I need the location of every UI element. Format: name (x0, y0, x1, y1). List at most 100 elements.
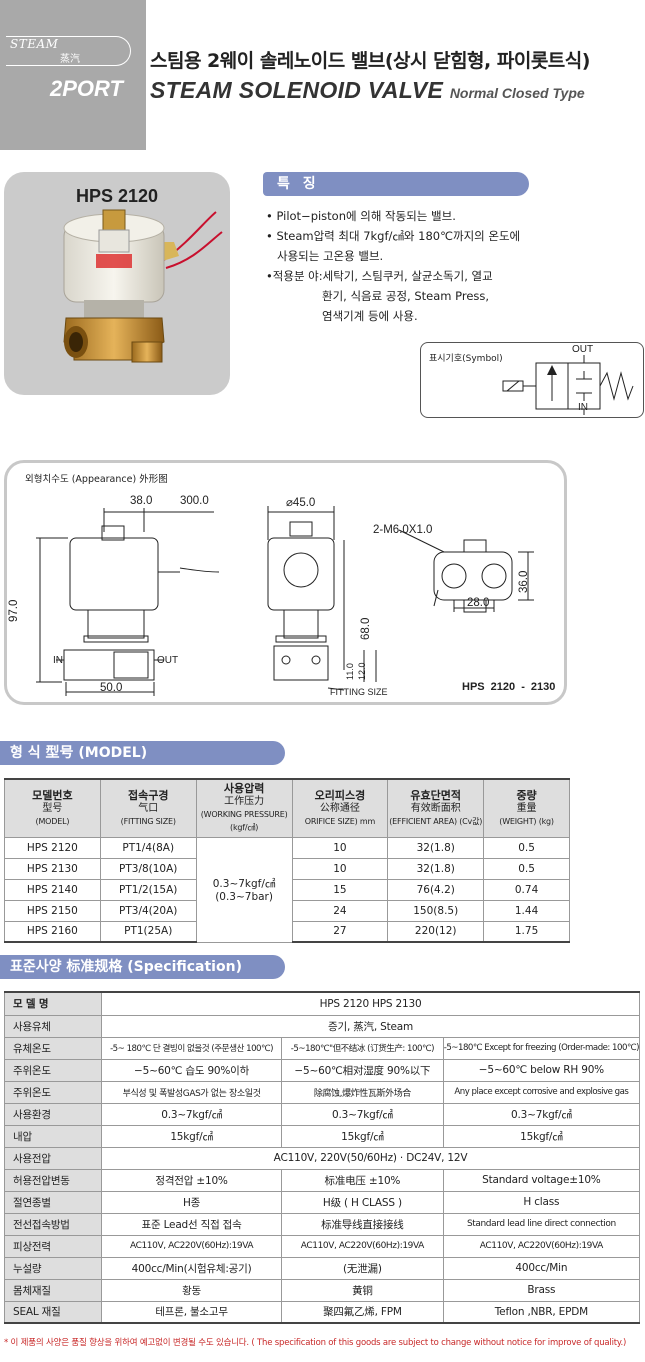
dim-38: 38.0 (130, 495, 153, 507)
spec-row: 유체온도 -5~ 180℃ 단 결빙이 없을것 (주문생산 100℃) -5~1… (3, 1036, 641, 1060)
symbol-in-label: IN (578, 402, 588, 413)
header-cn: 气口 (138, 802, 159, 814)
steam-badge-outline (6, 36, 131, 66)
symbol-out-label: OUT (572, 344, 594, 355)
feature-line: 환기, 식음료 공정, Steam Press, (322, 289, 490, 303)
product-name: HPS 2120 (75, 186, 159, 206)
header-en: (WEIGHT) (kg) (499, 816, 554, 826)
header-en: (FITTING SIZE) (120, 816, 176, 826)
feature-line: • Steam압력 최대 7kgf/㎠와 180℃까지의 온도에 (266, 229, 521, 243)
cell-orifice: 10 (291, 836, 389, 859)
spec-label: 주위온도 (3, 1080, 103, 1104)
spec-value-en: Standard voltage±10% (442, 1168, 641, 1192)
spec-value: AC110V, 220V(50/60Hz) · DC24V, 12V (101, 1146, 640, 1170)
spec-label: 유체온도 (3, 1036, 103, 1060)
spec-value-en: Standard lead line direct connection (442, 1212, 641, 1236)
dim-28: 28.0 (467, 597, 490, 609)
spec-row: 허용전압변동 정격전압 ±10% 标准电压 ±10% Standard volt… (3, 1168, 641, 1192)
spec-value-en: Teflon ,NBR, EPDM (442, 1300, 641, 1324)
cell-pressure: 0.3~7kgf/㎠(0.3~7bar) (195, 836, 293, 943)
spec-label: 누설량 (3, 1256, 103, 1280)
spec-value-cn: AC110V, AC220V(60Hz):19VA (281, 1234, 444, 1258)
spec-tab: 표준사양 标准规格 (Specification) (0, 955, 285, 979)
spec-label: 몸체재질 (3, 1278, 103, 1302)
cell-area: 32(1.8) (387, 836, 485, 859)
spec-label: 피상전력 (3, 1234, 103, 1258)
pressure-kgf: 0.3~7kgf/㎠ (212, 878, 276, 890)
spec-value-cn: 除腐蚀,爆炸性瓦斯外场合 (281, 1080, 444, 1104)
spec-value-ko: H종 (101, 1190, 283, 1214)
symbol-box: 표시기호(Symbol) OUT IN (420, 342, 644, 418)
spec-value-cn: 黄铜 (281, 1278, 444, 1302)
header-gray-block (0, 0, 146, 150)
table-row: HPS 2150 PT3/4(20A) 24 150(8.5) 1.44 (4, 899, 570, 922)
label-in: IN (53, 655, 63, 666)
cell-fitting: PT1/4(8A) (99, 836, 197, 859)
spec-label: 사용유체 (3, 1014, 103, 1038)
cell-weight: 0.5 (483, 857, 570, 880)
spec-value-ko: 400cc/Min(시험유체:공기) (101, 1256, 283, 1280)
spec-value-ko: 테프론, 불소고무 (101, 1300, 283, 1324)
spec-value-cn: 15kgf/㎠ (281, 1124, 444, 1148)
spec-value-ko: 정격전압 ±10% (101, 1168, 283, 1192)
header-cn: 有效断面积 (410, 802, 461, 814)
feature-line: 사용되는 고온용 밸브. (277, 249, 384, 263)
feature-line: •적용분 야:세탁기, 스팀쿠커, 살균소독기, 열교 (266, 269, 493, 283)
spec-value-cn: 聚四氟乙烯, FPM (281, 1300, 444, 1324)
dim-11: 11.0 (345, 663, 355, 680)
spec-label: 사용전압 (3, 1146, 103, 1170)
spec-value-cn: (无泄漏) (281, 1256, 444, 1280)
spec-value: HPS 2120 HPS 2130 (101, 991, 640, 1016)
cell-area: 150(8.5) (387, 899, 485, 922)
header-cn: 重量 (516, 802, 537, 814)
spec-label: 내압 (3, 1124, 103, 1148)
cell-weight: 1.44 (483, 899, 570, 922)
spec-value-cn: −5~60℃相对湿度 90%以下 (281, 1058, 444, 1082)
features-tab: 특 징 (263, 172, 529, 196)
spec-row: 몸체재질 황동 黄铜 Brass (3, 1278, 641, 1302)
cell-orifice: 15 (291, 878, 389, 901)
spec-row: 전선접속방법 표준 Lead선 직접 접속 标准导线直接接线 Standard … (3, 1212, 641, 1236)
spec-row: SEAL 재질 테프론, 불소고무 聚四氟乙烯, FPM Teflon ,NBR… (3, 1300, 641, 1324)
product-card: HPS 2120 (4, 172, 230, 395)
dim-68: 68.0 (360, 617, 372, 640)
fitting-size-label: FITTING SIZE (330, 687, 388, 697)
header-en: ORIFICE SIZE) mm (304, 816, 376, 826)
header-ko: 사용압력 (223, 782, 265, 796)
model-tab: 형 식 型号 (MODEL) (0, 741, 285, 765)
spec-value-en: 400cc/Min (442, 1256, 641, 1280)
spec-value-cn: -5~180℃"但不结冰 (订货生产: 100℃) (281, 1036, 444, 1060)
header-en: (EFFICIENT AREA) (Cv값) (389, 816, 483, 826)
spec-value-en: Brass (442, 1278, 641, 1302)
header-ko: 중량 (516, 788, 537, 802)
spec-value-en: H class (442, 1190, 641, 1214)
dim-45: ⌀45.0 (286, 497, 316, 509)
cell-weight: 0.74 (483, 878, 570, 901)
header-cn: 工作压力 (224, 796, 265, 808)
cell-fitting: PT1(25A) (99, 920, 197, 943)
spec-value: 증기, 蒸汽, Steam (101, 1014, 640, 1038)
valve-symbol-diagram (502, 355, 634, 415)
spec-value-en: -5~180℃ Except for freezing (Order-made:… (442, 1036, 641, 1060)
dim-12: 12.0 (357, 662, 367, 680)
cell-model: HPS 2130 (4, 857, 101, 880)
spec-row: 절연종별 H종 H级 ( H CLASS ) H class (3, 1190, 641, 1214)
dim-36: 36.0 (518, 570, 530, 593)
cell-orifice: 10 (291, 857, 389, 880)
header-en: (MODEL) (35, 816, 70, 826)
header-cn: 型号 (42, 802, 63, 814)
cell-fitting: PT3/4(20A) (99, 899, 197, 922)
cell-fitting: PT3/8(10A) (99, 857, 197, 880)
cell-fitting: PT1/2(15A) (99, 878, 197, 901)
port-label: 2PORT (50, 76, 123, 101)
spec-value-cn: 0.3~7kgf/㎠ (281, 1102, 444, 1126)
table-row: HPS 2120 PT1/4(8A) 0.3~7kgf/㎠(0.3~7bar) … (4, 836, 570, 943)
label-out: OUT (157, 655, 179, 666)
table-row: HPS 2130 PT3/8(10A) 10 32(1.8) 0.5 (4, 857, 570, 880)
title-english-main: STEAM SOLENOID VALVE (150, 77, 444, 103)
spec-label: 사용환경 (3, 1102, 103, 1126)
dim-screw: 2-M6.0X1.0 (373, 524, 433, 536)
